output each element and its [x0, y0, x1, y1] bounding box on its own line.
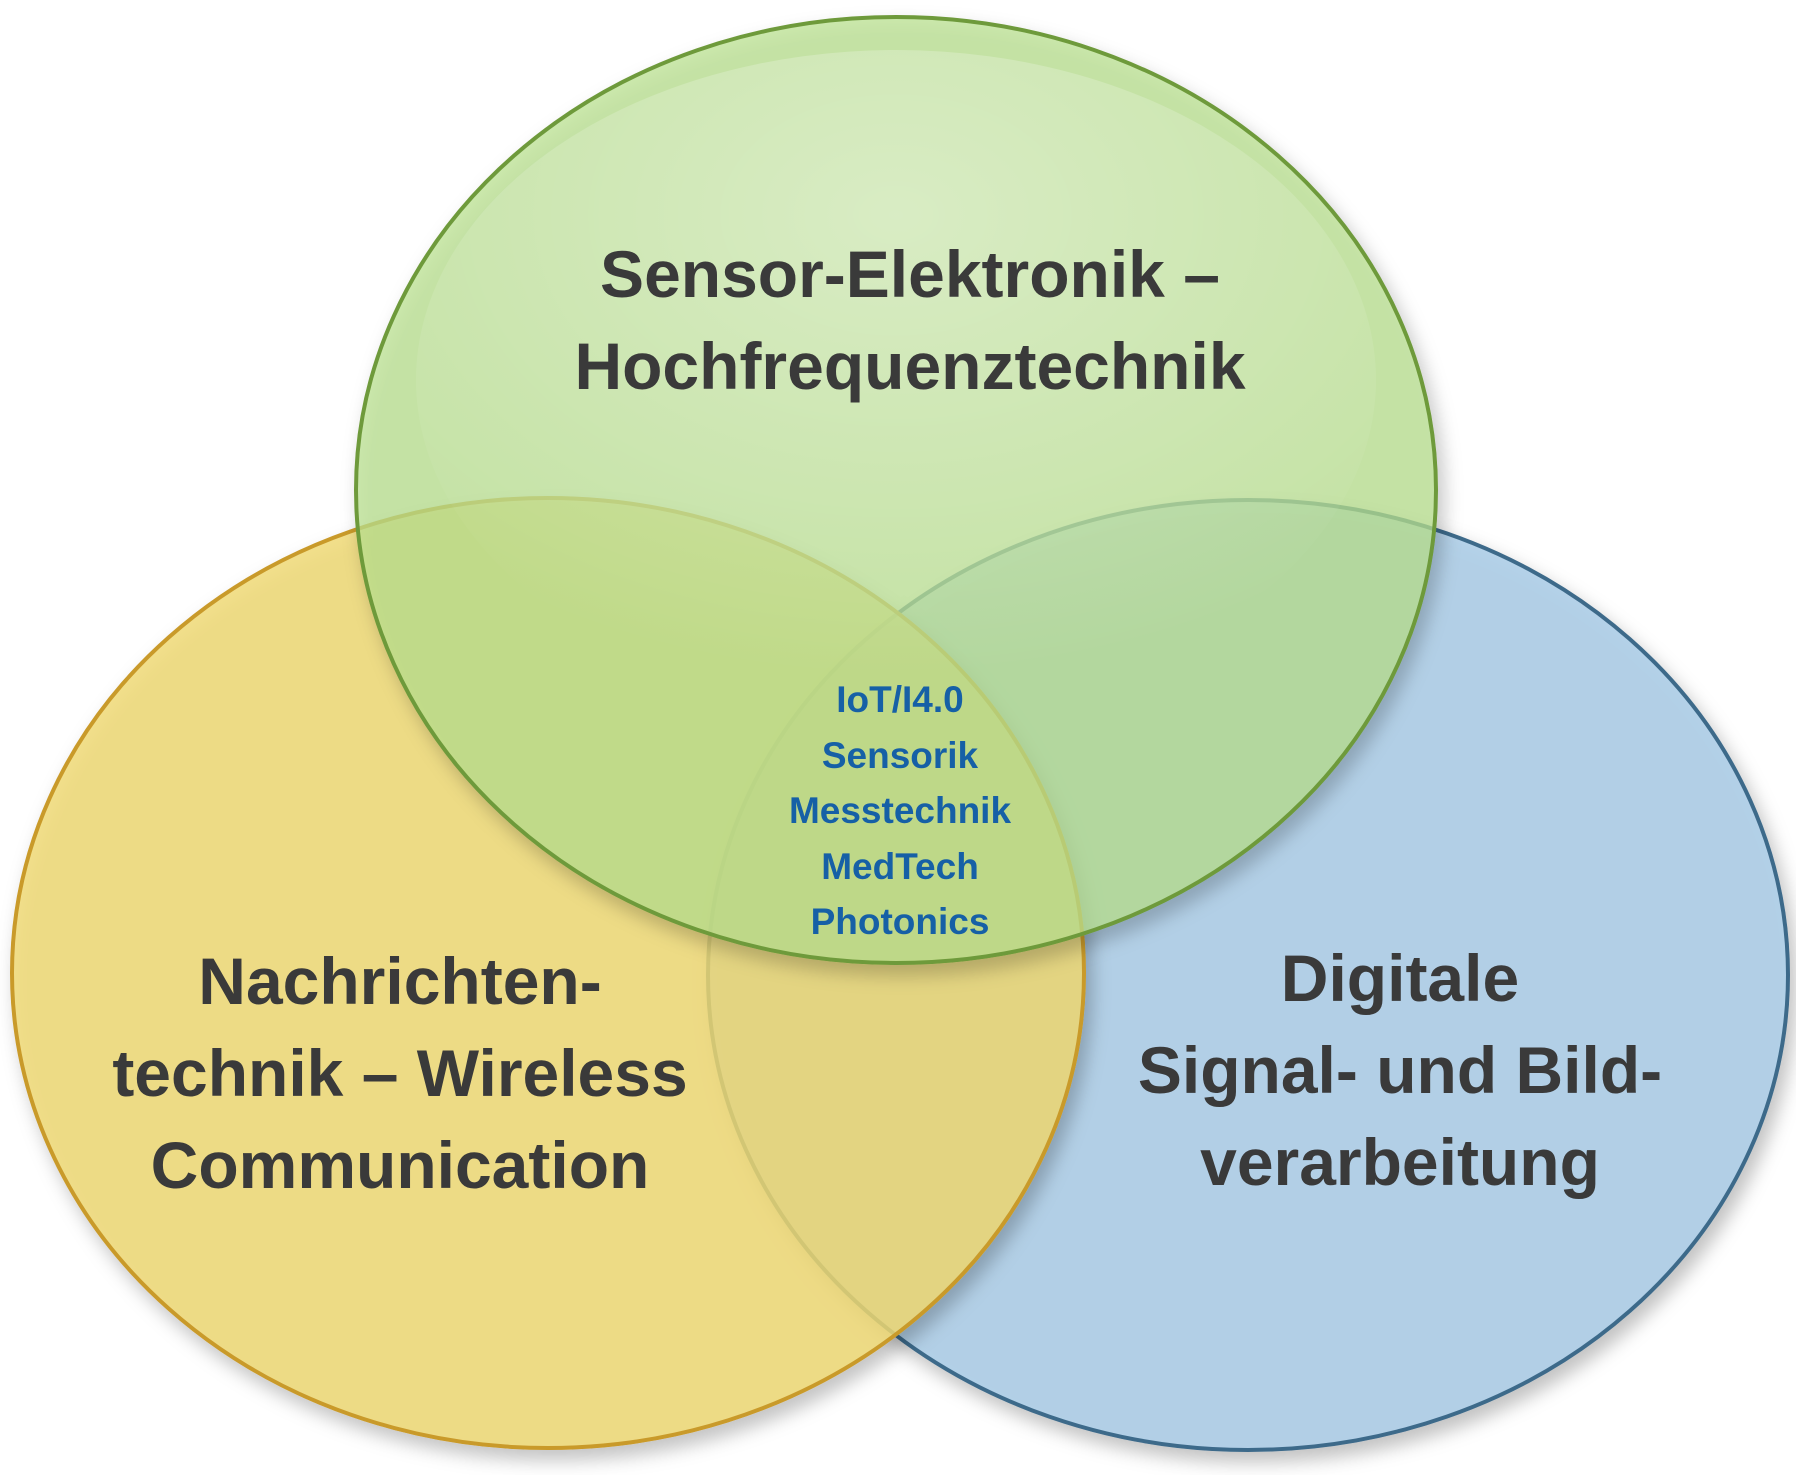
intersection-item: MedTech [821, 845, 979, 887]
set-label-top-line: Sensor-Elektronik – [600, 237, 1220, 311]
intersection-item: IoT/I4.0 [836, 679, 964, 720]
intersection-item: Messtechnik [788, 790, 1012, 831]
set-label-right: Digitale Signal- und Bild- verarbeitung [1040, 932, 1760, 1208]
set-label-top-line: Hochfrequenztechnik [574, 329, 1246, 403]
set-label-left-line: Nachrichten- [198, 944, 602, 1018]
set-label-left: Nachrichten- technik – Wireless Communic… [30, 935, 770, 1211]
venn-gloss-highlight [416, 50, 1376, 710]
set-label-left-line: technik – Wireless [112, 1036, 688, 1110]
set-label-top: Sensor-Elektronik – Hochfrequenztechnik [440, 228, 1380, 412]
intersection-item: Photonics [810, 901, 990, 942]
set-label-left-line: Communication [150, 1128, 650, 1202]
intersection-item: Sensorik [821, 734, 979, 776]
set-label-right-line: Digitale [1280, 941, 1520, 1015]
set-label-right-line: Signal- und Bild- [1137, 1033, 1663, 1107]
intersection-label: IoT/I4.0 Sensorik Messtechnik MedTech Ph… [740, 672, 1060, 950]
set-label-right-line: verarbeitung [1200, 1125, 1600, 1199]
